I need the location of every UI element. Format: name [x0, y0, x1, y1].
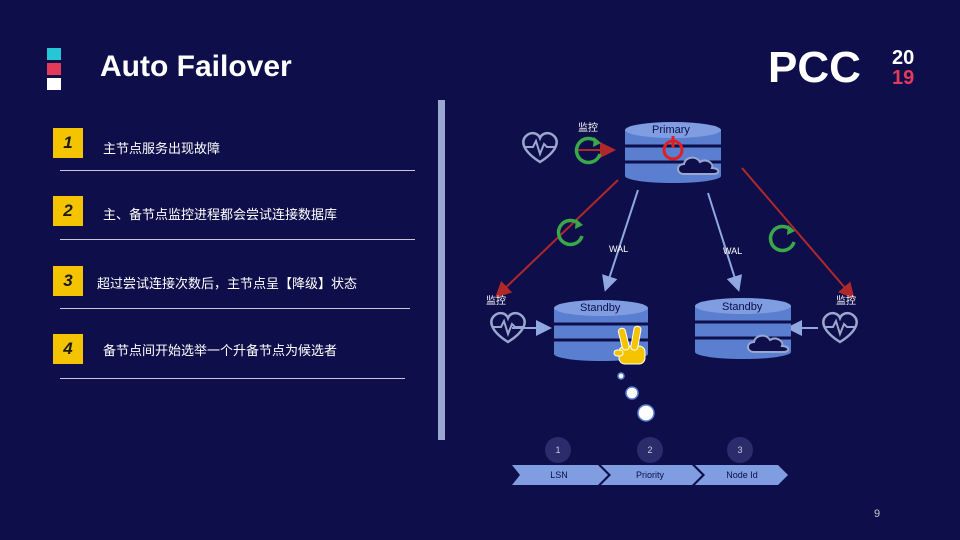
criteria-label-node-id: Node Id	[726, 470, 758, 480]
criteria-circle-3	[727, 437, 753, 463]
criteria-label-lsn: LSN	[550, 470, 568, 480]
step-1-badge: 1	[53, 128, 83, 158]
criteria-circle-1	[545, 437, 571, 463]
step-2-text: 主、备节点监控进程都会尝试连接数据库	[103, 207, 338, 222]
heart-monitor-icon	[490, 311, 526, 344]
step-3-badge: 3	[53, 266, 83, 296]
step-3-text: 超过尝试连接次数后，主节点呈【降级】状态	[97, 276, 358, 291]
thought-bubble-large	[637, 404, 655, 422]
step-3-divider	[60, 308, 410, 309]
wal-left-arrow	[602, 189, 639, 292]
logo-bar-red	[47, 63, 61, 75]
vertical-divider	[438, 100, 445, 440]
criteria-number-3: 3	[737, 445, 743, 455]
refresh-icon	[574, 136, 602, 165]
wal-right-arrow	[707, 192, 743, 292]
step-1-text: 主节点服务出现故障	[103, 141, 221, 156]
monitor-label-top: 监控	[578, 123, 598, 134]
logo-bar-white	[47, 78, 61, 90]
step-2-divider	[60, 239, 415, 240]
slide-title: Auto Failover	[100, 50, 292, 83]
refresh-icon	[556, 218, 584, 247]
logo-text: PCC	[768, 44, 861, 88]
power-icon	[662, 136, 684, 161]
logo-bar-cyan	[47, 48, 61, 60]
victory-hand-icon	[613, 325, 646, 365]
primary-label: Primary	[652, 124, 690, 136]
thought-bubble-medium	[625, 386, 639, 400]
refresh-icon	[768, 224, 796, 253]
logo-year-bottom: 19	[892, 67, 914, 88]
monitor-label-left: 监控	[486, 296, 506, 307]
step-4-badge: 4	[53, 334, 83, 364]
wal-label-right: WAL	[723, 246, 743, 256]
logo-year-top: 20	[892, 47, 914, 69]
page-number: 9	[874, 508, 881, 520]
criteria-label-priority: Priority	[635, 470, 664, 480]
step-4-text: 备节点间开始选举一个升备节点为候选者	[103, 343, 338, 358]
thought-bubble-small	[617, 372, 625, 380]
step-1-divider	[60, 170, 415, 171]
standby-left-label: Standby	[580, 302, 621, 314]
criteria-number-2: 2	[647, 445, 653, 455]
heart-monitor-icon	[822, 311, 858, 344]
criteria-chevron-2	[601, 465, 702, 485]
pcc-logo: PCC 20 19	[768, 44, 914, 88]
standby-right-label: Standby	[722, 301, 763, 313]
heart-monitor-icon	[522, 131, 558, 164]
criteria-number-1: 1	[555, 445, 561, 455]
criteria-circle-2	[637, 437, 663, 463]
primary-to-right-monitor-line	[741, 167, 855, 300]
cloud-icon	[747, 334, 790, 353]
criteria-chevron-1	[512, 465, 608, 485]
cloud-icon	[677, 156, 720, 175]
wal-label-left: WAL	[609, 244, 629, 254]
step-4-divider	[60, 378, 405, 379]
criteria-chevron-3	[695, 465, 788, 485]
step-2-badge: 2	[53, 196, 83, 226]
monitor-label-right: 监控	[836, 296, 856, 307]
